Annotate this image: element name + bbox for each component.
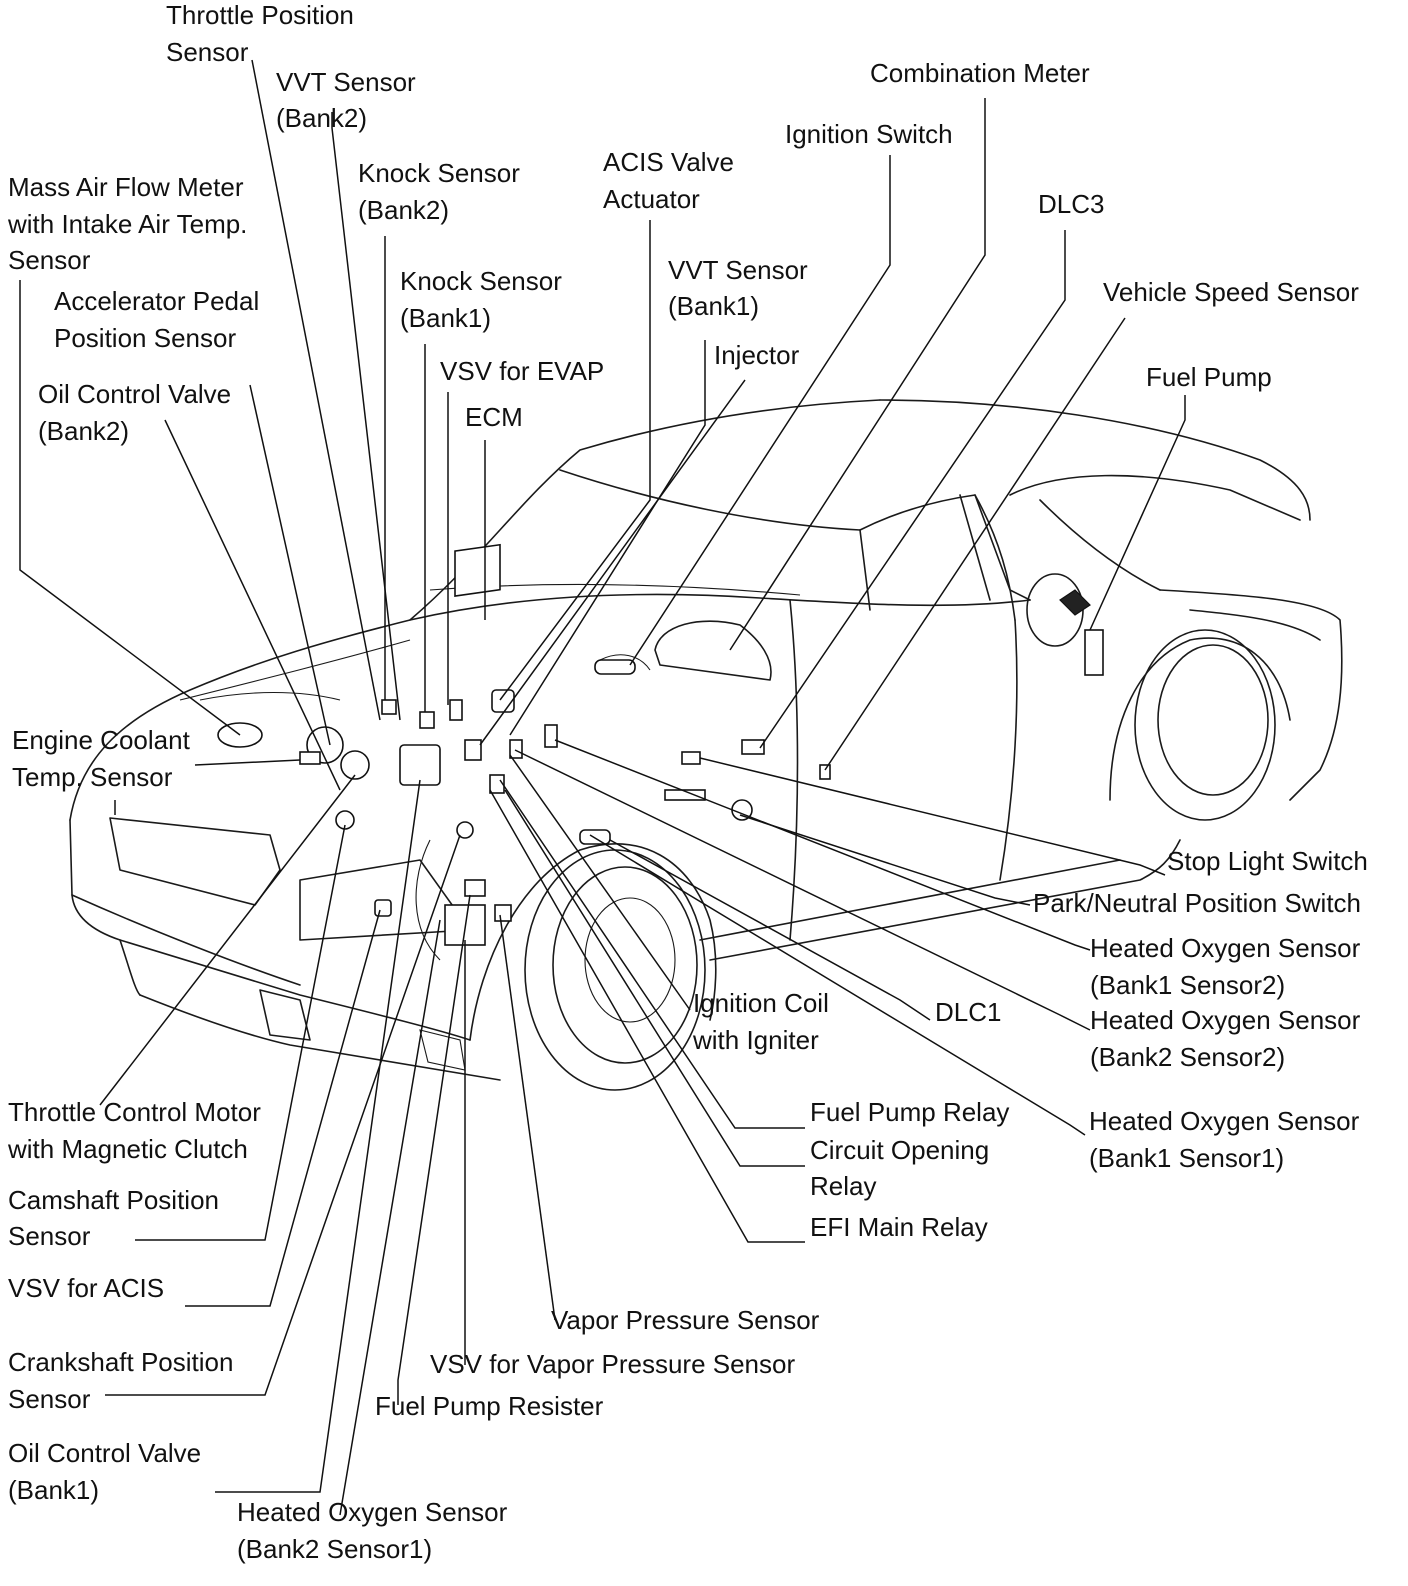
leader-heated-oxygen-b2s2: [514, 749, 1091, 1031]
leader-fuel-pump-resister: [397, 894, 471, 1405]
leader-vehicle-speed-sensor: [824, 317, 1126, 771]
label-ignition-switch: Ignition Switch: [785, 119, 953, 149]
label-fuel-pump: Fuel Pump: [1146, 362, 1272, 392]
leader-vsv-for-acis: [185, 909, 381, 1307]
label-stop-light-switch: Stop Light Switch: [1167, 846, 1368, 876]
leader-ignition-coil: [509, 754, 691, 1011]
label-engine-coolant-temp-sensor: Engine Coolant Temp. Sensor: [12, 725, 197, 792]
dlc3-part: [741, 739, 765, 755]
leader-crankshaft-position: [105, 834, 461, 1396]
knock-sensor-part: [381, 699, 397, 715]
label-heated-oxygen-sensor-b2s1: Heated Oxygen Sensor (Bank2 Sensor1): [237, 1497, 515, 1564]
label-heated-oxygen-sensor-b1s1: Heated Oxygen Sensor (Bank1 Sensor1): [1089, 1106, 1367, 1173]
leader-heated-oxygen-b2s1: [339, 919, 441, 1516]
label-vvt-sensor-bank1: VVT Sensor (Bank1): [668, 255, 815, 321]
fuel-pump-bracket: [1059, 589, 1091, 616]
park-neutral-switch-part: [664, 789, 706, 801]
label-vsv-for-acis: VSV for ACIS: [8, 1273, 164, 1303]
leader-fuel-pump: [1089, 395, 1186, 631]
label-knock-sensor-bank1: Knock Sensor (Bank1): [400, 266, 569, 333]
leader-throttle-position-sensor: [251, 59, 381, 721]
label-efi-main-relay: EFI Main Relay: [810, 1212, 988, 1242]
oxygen-sensor-rear-part: [579, 829, 611, 845]
label-ignition-coil-with-igniter: Ignition Coil with Igniter: [692, 988, 836, 1055]
label-camshaft-position-sensor: Camshaft Position Sensor: [8, 1185, 226, 1251]
label-crankshaft-position-sensor: Crankshaft Position Sensor: [8, 1347, 241, 1414]
leader-ignition-switch: [629, 155, 891, 666]
relay-part-2: [509, 739, 523, 759]
leader-mass-air-flow-meter: [19, 280, 241, 736]
label-combination-meter: Combination Meter: [870, 58, 1090, 88]
fuel-pump-part: [1084, 629, 1104, 676]
cam-sensor-part: [335, 810, 355, 830]
label-oil-control-valve-bank1: Oil Control Valve (Bank1): [8, 1438, 208, 1505]
label-knock-sensor-bank2: Knock Sensor (Bank2): [358, 158, 527, 225]
oxygen-sensor-part: [544, 724, 558, 748]
ecm-unit: [454, 543, 501, 597]
label-oil-control-valve-bank2: Oil Control Valve (Bank2): [38, 379, 238, 446]
vapor-pressure-sensor-part: [494, 904, 512, 922]
leader-lines: [19, 59, 1186, 1516]
leader-dlc1: [609, 839, 931, 1021]
label-vsv-for-vapor-pressure-sensor: VSV for Vapor Pressure Sensor: [430, 1349, 795, 1379]
label-throttle-position-sensor: Throttle Position Sensor: [166, 0, 361, 67]
label-fuel-pump-relay: Fuel Pump Relay: [810, 1097, 1009, 1127]
leader-fuel-pump-relay: [499, 779, 805, 1129]
leader-combination-meter: [729, 98, 986, 651]
vehicle-speed-sensor-part: [819, 764, 831, 780]
label-heated-oxygen-sensor-b2s2: Heated Oxygen Sensor (Bank2 Sensor2): [1090, 1005, 1368, 1072]
vvt-sensor-part: [419, 711, 435, 729]
leader-dlc3: [759, 230, 1066, 749]
label-dlc3: DLC3: [1038, 189, 1104, 219]
relay-part-1: [489, 774, 505, 794]
leader-vvt-sensor-bank2: [331, 112, 401, 721]
acis-actuator-part: [491, 689, 515, 713]
leader-throttle-control-motor: [99, 774, 356, 1106]
ignition-switch-part: [594, 659, 636, 675]
stop-light-switch-part: [681, 751, 701, 765]
label-acis-valve-actuator: ACIS Valve Actuator: [603, 147, 741, 214]
leader-camshaft-position: [135, 824, 346, 1241]
leader-accelerator-pedal: [249, 384, 331, 746]
leader-heated-oxygen-b1s1: [589, 834, 1086, 1136]
label-mass-air-flow-meter: Mass Air Flow Meter with Intake Air Temp…: [7, 172, 255, 275]
label-accelerator-pedal-position-sensor: Accelerator Pedal Position Sensor: [54, 286, 266, 353]
label-throttle-control-motor: Throttle Control Motor with Magnetic Clu…: [7, 1097, 268, 1164]
leader-park-neutral: [739, 814, 1031, 906]
label-vsv-for-evap: VSV for EVAP: [440, 356, 604, 386]
leader-vvt-sensor-bank1: [509, 340, 706, 736]
label-ecm: ECM: [465, 402, 523, 432]
ignition-coil-part: [399, 744, 441, 786]
leader-oil-control-valve-bank1: [215, 779, 421, 1493]
label-park-neutral-position-switch: Park/Neutral Position Switch: [1033, 888, 1361, 918]
label-injector: Injector: [714, 340, 800, 370]
component-shapes: [217, 543, 1104, 946]
crank-sensor-part: [456, 821, 474, 839]
leader-engine-coolant: [194, 759, 301, 766]
engine-coolant-sensor-part: [299, 751, 321, 765]
leader-heated-oxygen-b1s2: [554, 739, 1091, 951]
injector-part: [464, 739, 482, 761]
fuel-pump-resister-part: [464, 879, 486, 897]
leader-oil-control-valve-bank2: [164, 419, 341, 791]
leader-circuit-opening-relay: [504, 789, 805, 1167]
label-heated-oxygen-sensor-b1s2: Heated Oxygen Sensor (Bank1 Sensor2): [1090, 933, 1368, 1000]
label-dlc1: DLC1: [935, 997, 1001, 1027]
vsv-acis-part: [374, 899, 392, 917]
label-fuel-pump-resister: Fuel Pump Resister: [375, 1391, 604, 1421]
label-vapor-pressure-sensor: Vapor Pressure Sensor: [551, 1305, 820, 1335]
leader-stop-light-switch: [699, 757, 1166, 876]
label-circuit-opening-relay: Circuit Opening Relay: [810, 1135, 996, 1201]
leader-acis-valve-actuator: [499, 220, 651, 701]
leader-efi-main-relay: [489, 789, 805, 1243]
leader-vapor-pressure-sensor: [499, 914, 556, 1321]
throttle-motor-part: [340, 750, 370, 780]
leader-injector: [479, 379, 746, 746]
label-vehicle-speed-sensor: Vehicle Speed Sensor: [1103, 277, 1359, 307]
vsv-evap-part: [449, 699, 463, 721]
label-vvt-sensor-bank2: VVT Sensor (Bank2): [276, 67, 423, 133]
car-outline: [69, 399, 1343, 1091]
component-labels: Throttle Position Sensor VVT Sensor (Ban…: [7, 0, 1368, 1564]
